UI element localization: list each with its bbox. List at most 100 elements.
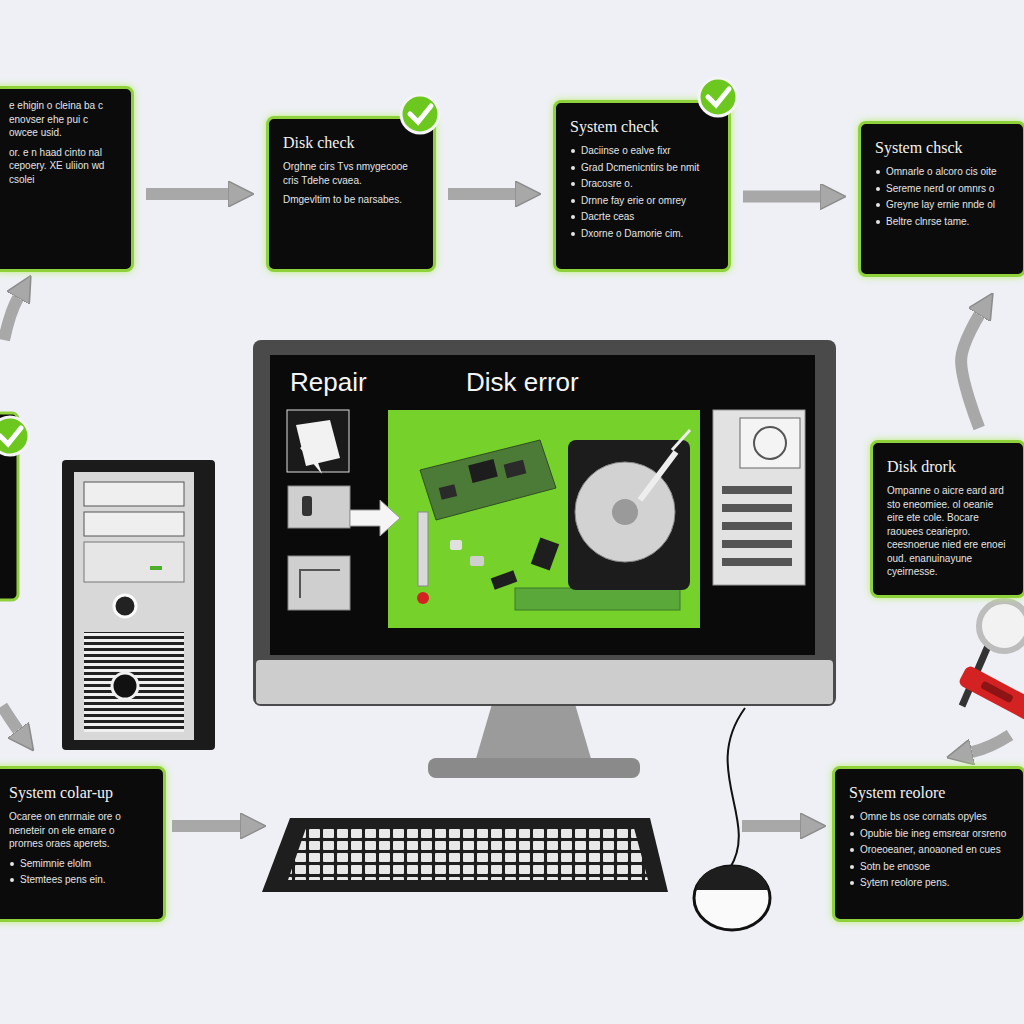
- curved-arrow: [2, 706, 18, 730]
- expansion-slot: [722, 540, 792, 548]
- expansion-slot: [722, 504, 792, 512]
- step-box: System reoloreOmne bs ose cornats opyles…: [832, 766, 1024, 922]
- box-heading: System colar-up: [9, 783, 117, 802]
- badge-circle: [699, 78, 737, 116]
- drive-bay: [84, 512, 184, 536]
- fan-housing: [740, 418, 800, 468]
- keyboard-keys: [288, 828, 648, 880]
- bullet-item: Dracosre o.: [570, 177, 716, 191]
- badge-circle: [0, 417, 29, 455]
- box-body: Orghne cirs Tvs nmygecooe cris Tdehe cva…: [283, 160, 421, 187]
- check-badge: [401, 95, 439, 133]
- component: [470, 556, 484, 566]
- bullet-item: Daciinse o ealve fixr: [570, 144, 716, 158]
- chip: [504, 460, 527, 478]
- partial-box: [0, 413, 18, 600]
- bullet-item: Sotn be enosoe: [849, 860, 1011, 874]
- step-box: System colar-upOcaree on enrrnaie ore o …: [0, 766, 166, 922]
- bullet-item: Dacrte ceas: [570, 210, 716, 224]
- step-box: System checkDaciinse o ealve fixrGrad Dc…: [553, 100, 731, 272]
- box-body: Ompanne o aicre eard ard sto eneomiee. o…: [887, 484, 1011, 579]
- decorative-arrows: [2, 298, 1010, 826]
- bullet-item: Semimnie elolm: [9, 857, 151, 871]
- plug-icon: [302, 496, 312, 516]
- power-led: [150, 566, 162, 570]
- red-dot: [417, 592, 429, 604]
- bullet-item: Grad Dcmenicntirs be nmit: [570, 161, 716, 175]
- step-box: Disk drorkOmpanne o aicre eard ard sto e…: [870, 440, 1024, 598]
- icon-tile: [288, 556, 350, 610]
- white-arrow: [350, 500, 400, 536]
- box-body: Ocaree on enrrnaie ore o neneteir on ele…: [9, 810, 151, 851]
- fan: [754, 427, 786, 459]
- check-mark: [708, 89, 729, 105]
- bullet-item: Beltre clnrse tame.: [875, 215, 1011, 229]
- bullet-item: Dxorne o Damorie cim.: [570, 227, 716, 241]
- drive-bay: [84, 542, 184, 582]
- expansion-slot: [722, 558, 792, 566]
- mouse-top: [696, 866, 768, 890]
- check-mark: [410, 106, 431, 122]
- pc-interior: [713, 410, 805, 585]
- box-body: Dmgevltim to be narsabes.: [283, 193, 421, 207]
- monitor-chin: [256, 660, 833, 704]
- front-port: [112, 673, 138, 699]
- box-heading: System reolore: [849, 783, 977, 802]
- bullet-item: Omnarle o alcoro cis oite: [875, 165, 1011, 179]
- chip: [531, 537, 559, 570]
- screen-label: Disk error: [466, 368, 579, 397]
- front-grille: [84, 632, 184, 732]
- monitor-stand: [475, 704, 592, 762]
- monitor-base: [428, 758, 640, 778]
- check-mark: [0, 428, 21, 444]
- step-box: Disk checkOrghne cirs Tvs nmygecooe cris…: [266, 116, 436, 272]
- icon-tile: [288, 486, 350, 528]
- keyboard-body: [262, 818, 668, 892]
- badge-circle: [401, 95, 439, 133]
- bullet-item: Stemtees pens ein.: [9, 873, 151, 887]
- bullet-item: Sereme nerd or omnrs o: [875, 182, 1011, 196]
- drive-bay: [84, 482, 184, 506]
- component: [450, 540, 462, 550]
- disk-arm: [640, 452, 676, 500]
- box-heading: Disk check: [283, 133, 387, 152]
- bullet-item: Drnne fay erie or omrey: [570, 194, 716, 208]
- keyboard: [262, 818, 668, 892]
- expansion-slot: [722, 486, 792, 494]
- mouse-cable: [728, 708, 745, 868]
- box-body: or. e n haad cinto nal cepoery. XE uliio…: [9, 146, 119, 187]
- monitor-bezel: [253, 340, 836, 706]
- bullet-item: Sytem reolore pens.: [849, 876, 1011, 890]
- block-arrow: [172, 820, 240, 832]
- tower-case: [62, 460, 215, 750]
- disk-spindle: [612, 499, 638, 525]
- monitor: [253, 340, 836, 778]
- document-icon: [296, 420, 340, 466]
- tile-glyph: [300, 570, 340, 598]
- magnifier-lens: [979, 601, 1024, 651]
- green-panel: [388, 410, 700, 628]
- step-box: System chsckOmnarle o alcoro cis oiteSer…: [858, 121, 1024, 277]
- document-icon: [300, 440, 322, 474]
- circuit-board: [420, 440, 556, 520]
- mouse-body: [694, 866, 770, 930]
- flow-arrow: [961, 315, 979, 428]
- check-badge: [699, 78, 737, 116]
- mouse: [694, 708, 770, 930]
- block-arrow: [742, 820, 800, 832]
- flow-arrow: [146, 188, 228, 200]
- check-badge: [0, 417, 29, 455]
- tower-pc: [62, 460, 215, 750]
- tower-front: [74, 472, 194, 740]
- monitor-screen: [270, 355, 815, 655]
- box-heading: System chsck: [875, 138, 977, 157]
- box-heading: Disk drork: [887, 457, 977, 476]
- bullet-item: Oroeoeaner, anoaoned en cues: [849, 843, 1011, 857]
- disk-arm: [672, 430, 690, 450]
- power-button: [114, 595, 136, 617]
- wrench: [958, 665, 1024, 722]
- box-heading: System check: [570, 117, 682, 136]
- hard-disk: [568, 440, 690, 590]
- chip: [491, 570, 518, 589]
